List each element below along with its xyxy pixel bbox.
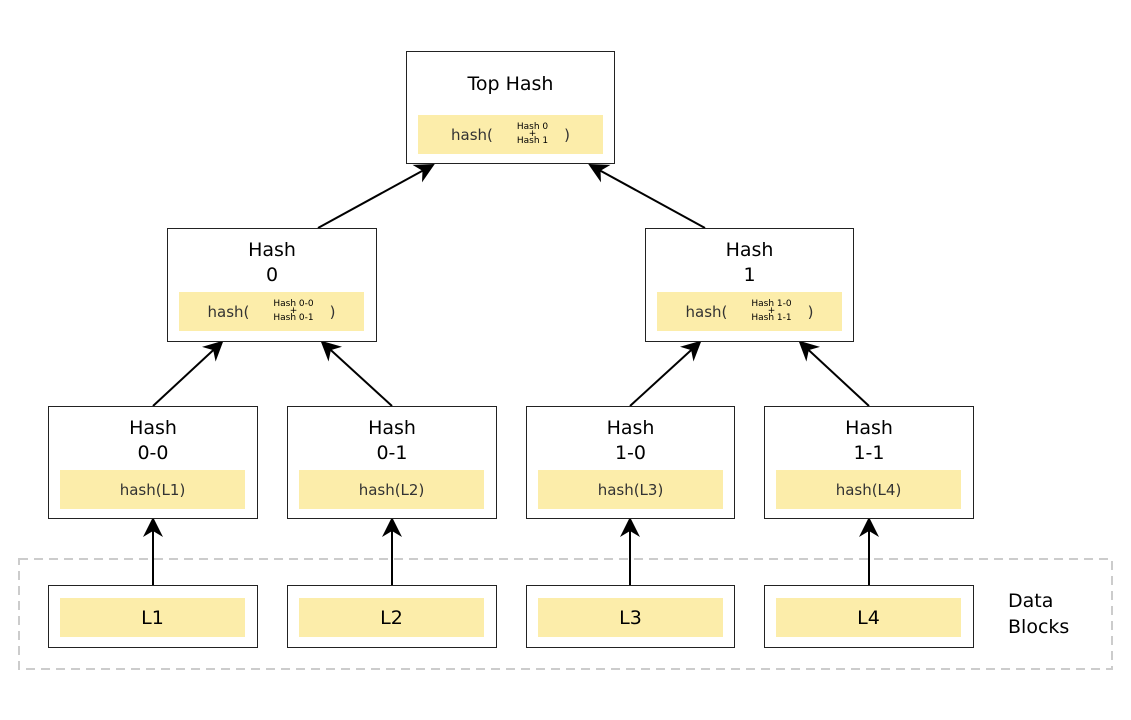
concat-args: Hash 0-0 + Hash 0-1 <box>273 300 313 323</box>
hash-0-node: Hash 0 hash( Hash 0-0 + Hash 0-1 ) <box>167 228 377 342</box>
hash-0-1-formula: hash(L2) <box>299 470 484 509</box>
hash-1-1-title-line1: Hash <box>845 417 893 439</box>
hash-0-0-title-line1: Hash <box>129 417 177 439</box>
arg-hash-1-0: Hash 1-0 <box>751 299 792 309</box>
data-blocks-label-line2: Blocks <box>1008 616 1070 638</box>
arg-hash-0-0: Hash 0-0 <box>273 299 314 309</box>
hash-function-close: ) <box>807 302 814 321</box>
data-blocks-label-line1: Data <box>1008 590 1054 612</box>
top-hash-title: Top Hash <box>467 73 554 95</box>
arrow-hash-1-to-top <box>588 164 706 229</box>
hash-1-0-title-line1: Hash <box>606 417 655 439</box>
hash-0-0-node: Hash 0-0 hash(L1) <box>48 406 258 519</box>
data-block-l4-label: L4 <box>776 598 961 637</box>
top-hash-node: Top Hash hash( Hash 0 + Hash 1 ) <box>406 51 615 164</box>
concat-args: Hash 0 + Hash 1 <box>517 123 548 146</box>
arg-hash-0: Hash 0 <box>516 122 549 132</box>
data-block-l1-label: L1 <box>60 598 245 637</box>
hash-0-formula: hash( Hash 0-0 + Hash 0-1 ) <box>179 292 364 331</box>
data-block-l3: L3 <box>526 585 735 648</box>
hash-0-0-formula: hash(L1) <box>60 470 245 509</box>
hash-0-1-title-line1: Hash <box>368 417 416 439</box>
hash-0-1-title-line2: 0-1 <box>376 442 408 464</box>
data-block-l1: L1 <box>48 585 258 648</box>
hash-1-1-node: Hash 1-1 hash(L4) <box>764 406 974 519</box>
hash-0-title-line1: Hash <box>248 239 296 261</box>
hash-1-title-line2: 1 <box>743 264 756 286</box>
hash-1-formula: hash( Hash 1-0 + Hash 1-1 ) <box>657 292 842 331</box>
hash-0-1-node: Hash 0-1 hash(L2) <box>287 406 497 519</box>
hash-0-title-line2: 0 <box>265 264 279 286</box>
arrow-hash-1-0-to-hash-1 <box>629 340 702 407</box>
top-hash-formula: hash( Hash 0 + Hash 1 ) <box>418 115 603 154</box>
arg-hash-1: Hash 1 <box>516 136 549 146</box>
hash-function-open: hash( <box>451 125 493 144</box>
hash-1-0-node: Hash 1-0 hash(L3) <box>526 406 735 519</box>
plus-sign: + <box>289 306 298 316</box>
hash-function-close: ) <box>329 302 336 321</box>
concat-args: Hash 1-0 + Hash 1-1 <box>751 300 791 323</box>
hash-1-node: Hash 1 hash( Hash 1-0 + Hash 1-1 ) <box>645 228 854 342</box>
data-blocks-group <box>18 558 1113 670</box>
hash-1-1-title-line2: 1-1 <box>853 442 885 464</box>
hash-function-open: hash( <box>685 302 728 321</box>
hash-function-open: hash( <box>207 302 250 321</box>
arrow-hash-0-0-to-hash-0 <box>152 340 224 407</box>
hash-1-1-formula: hash(L4) <box>776 470 961 509</box>
hash-0-0-title-line2: 0-0 <box>137 442 169 464</box>
hash-1-0-title-line2: 1-0 <box>614 442 647 464</box>
arrow-hash-0-1-to-hash-0 <box>320 340 393 407</box>
data-block-l3-label: L3 <box>538 598 723 637</box>
hash-1-0-formula: hash(L3) <box>538 470 723 509</box>
arg-hash-0-1: Hash 0-1 <box>273 313 314 323</box>
data-block-l2-label: L2 <box>299 598 484 637</box>
data-block-l2: L2 <box>287 585 497 648</box>
arrow-hash-0-to-top <box>317 164 435 229</box>
data-blocks-label: Data Blocks <box>1008 588 1069 640</box>
data-block-l4: L4 <box>764 585 974 648</box>
plus-sign: + <box>528 129 537 139</box>
hash-1-title-line1: Hash <box>725 239 774 261</box>
arrow-hash-1-1-to-hash-1 <box>798 340 870 407</box>
plus-sign: + <box>767 306 776 316</box>
hash-function-close: ) <box>564 125 570 144</box>
arg-hash-1-1: Hash 1-1 <box>751 313 792 323</box>
